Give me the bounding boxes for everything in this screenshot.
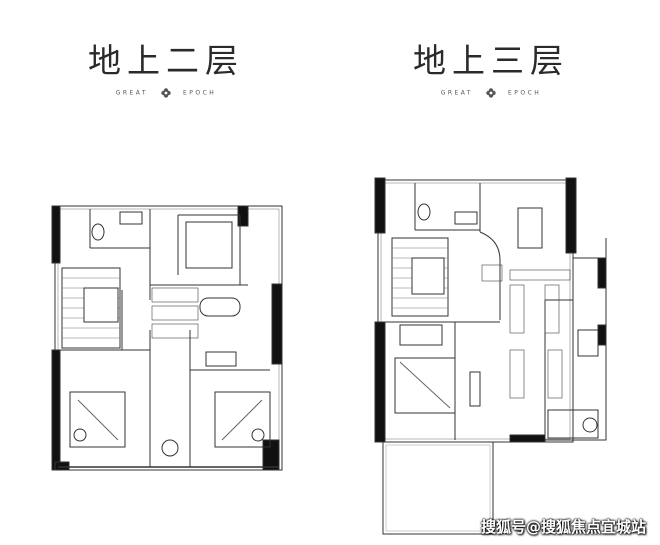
wall-column [262,439,280,471]
terrace [382,441,494,535]
wall-column [565,177,577,254]
sink [454,211,478,225]
flower-emblem-icon [485,88,496,98]
third-floor-plan [374,177,607,535]
third-floor-outline [377,179,574,443]
wardrobe [151,305,199,321]
wall-column [54,461,70,471]
left-plan-title: 地上二层 [88,41,244,80]
bed [214,391,271,448]
wardrobe [151,287,199,303]
bathtub [199,297,241,317]
tv-stand [469,371,481,407]
wall-column [51,349,61,471]
wardrobe [544,284,560,334]
wardrobe [509,284,525,334]
sink [205,351,237,367]
sofa [399,324,443,346]
desk [517,207,543,249]
bed [69,391,126,448]
right-subtitle-epoch: EPOCH [507,89,542,97]
bed [394,357,456,414]
wall-column [597,324,607,346]
cabinet [481,264,503,282]
wardrobe [509,349,525,399]
left-plan-subtitle: GREAT EPOCH [66,88,266,98]
watermark-text: 搜狐号@搜狐焦点宜城站 [480,518,646,536]
toilet [91,223,105,241]
wall-column [374,177,386,234]
chair [161,439,179,457]
wall-column [271,283,283,365]
left-subtitle-great: GREAT [115,89,149,97]
wardrobe [547,349,563,399]
toilet [417,203,431,221]
left-subtitle-epoch: EPOCH [182,89,217,97]
sink [577,329,599,357]
wall-column [237,205,249,227]
wardrobe [509,269,571,281]
bed [185,221,233,269]
wall-column [597,257,607,289]
right-plan-title: 地上三层 [413,41,569,80]
wall-column [51,205,61,264]
flower-emblem-icon [160,88,171,98]
wall-column [374,321,386,443]
sink [119,211,143,225]
wardrobe [151,323,199,339]
right-plan-subtitle: GREAT EPOCH [391,88,591,98]
bathtub [547,409,599,439]
right-subtitle-great: GREAT [440,89,474,97]
wall-column [509,434,546,443]
staircase [391,237,449,317]
